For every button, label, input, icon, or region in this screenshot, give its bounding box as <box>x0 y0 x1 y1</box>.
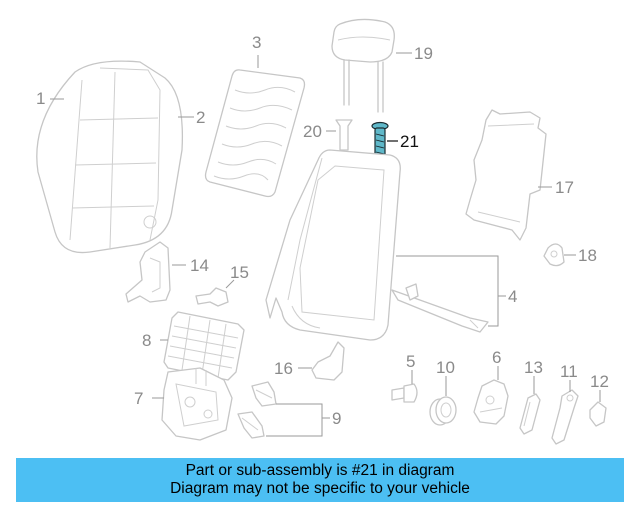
part-12-end-cap[interactable] <box>589 401 607 427</box>
callout-14[interactable]: 14 <box>190 256 209 275</box>
part-10-knob[interactable] <box>429 396 457 426</box>
part-16-trim-piece[interactable] <box>311 341 345 381</box>
part-5-screw[interactable] <box>391 383 418 403</box>
callout-13[interactable]: 13 <box>524 358 543 377</box>
part-14-bracket[interactable] <box>125 241 171 303</box>
part-18-clip[interactable] <box>543 243 565 267</box>
callout-2[interactable]: 2 <box>196 108 205 127</box>
callout-20[interactable]: 20 <box>303 122 322 141</box>
callout-11[interactable]: 11 <box>560 362 578 381</box>
callout-15[interactable]: 15 <box>230 263 249 282</box>
parts-diagram: 1 2 3 19 20 21 17 18 14 15 4 8 16 5 10 6… <box>36 18 609 445</box>
part-15-pin[interactable] <box>195 287 229 307</box>
callout-9[interactable]: 9 <box>332 409 341 428</box>
callout-1[interactable]: 1 <box>36 89 45 108</box>
callout-6[interactable]: 6 <box>492 348 501 367</box>
leader-4 <box>396 255 506 327</box>
banner-line-1: Part or sub-assembly is #21 in diagram <box>185 462 455 479</box>
callout-8[interactable]: 8 <box>142 331 151 350</box>
callout-17[interactable]: 17 <box>555 178 574 197</box>
callout-7[interactable]: 7 <box>134 389 143 408</box>
part-1-seat-back-cover[interactable] <box>36 60 184 254</box>
callout-4[interactable]: 4 <box>508 287 517 306</box>
callout-3[interactable]: 3 <box>252 33 261 52</box>
callout-16[interactable]: 16 <box>274 359 293 378</box>
part-13-lever-cover[interactable] <box>519 393 541 435</box>
part-9-cable[interactable] <box>237 381 277 439</box>
callout-19[interactable]: 19 <box>414 44 433 63</box>
part-7-lumbar-mechanism[interactable] <box>161 367 233 441</box>
callout-21[interactable]: 21 <box>400 132 419 151</box>
callout-12[interactable]: 12 <box>590 372 609 391</box>
banner-line-2: Diagram may not be specific to your vehi… <box>170 480 470 497</box>
callout-18[interactable]: 18 <box>578 246 597 265</box>
part-20-guide[interactable] <box>335 119 353 151</box>
part-3-cushion-pad[interactable] <box>204 69 306 198</box>
callout-10[interactable]: 10 <box>436 358 455 377</box>
part-6-housing[interactable] <box>473 379 509 425</box>
leader-15 <box>225 279 235 289</box>
part-21-bolt[interactable] <box>371 121 389 157</box>
info-banner: Part or sub-assembly is #21 in diagram D… <box>16 458 624 502</box>
callout-5[interactable]: 5 <box>406 352 415 371</box>
part-11-handle[interactable] <box>551 389 579 445</box>
part-17-seat-back-panel[interactable] <box>465 109 547 241</box>
part-19-headrest[interactable] <box>331 18 395 113</box>
part-4-seat-back-frame[interactable] <box>265 149 489 341</box>
leader-9 <box>266 403 330 437</box>
part-8-lumbar-support[interactable] <box>163 311 245 381</box>
